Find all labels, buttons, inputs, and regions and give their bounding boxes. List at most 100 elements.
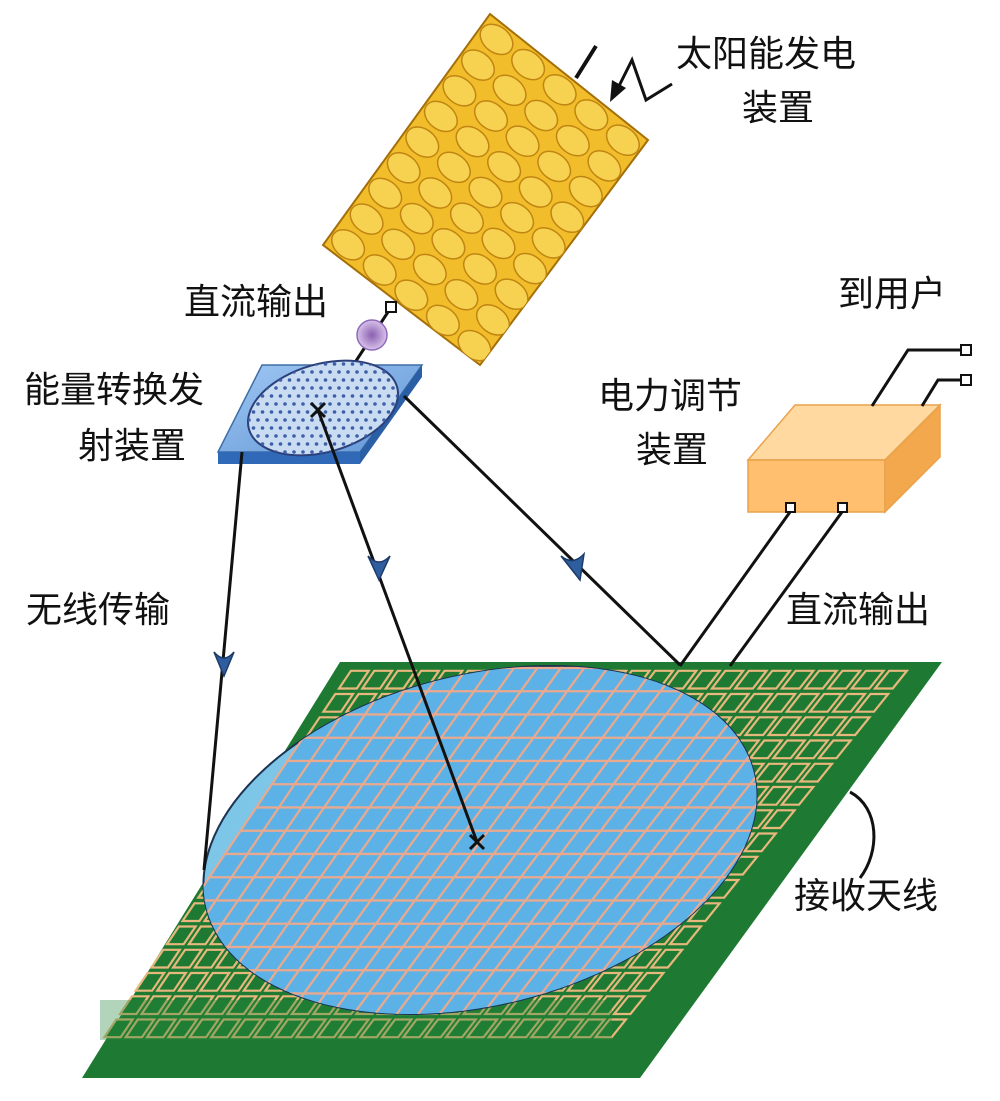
emitter-dot xyxy=(359,410,364,414)
solar-panel-mast xyxy=(574,44,598,80)
emitter-dot xyxy=(350,426,355,430)
solar-cell xyxy=(518,176,553,208)
emitter-dot xyxy=(274,418,278,422)
solar-cell xyxy=(349,203,384,235)
antenna-cell xyxy=(525,995,561,1016)
antenna-cell xyxy=(752,762,789,783)
emitter-dot xyxy=(292,418,296,422)
antenna-cell xyxy=(443,1018,479,1039)
emitter-dot xyxy=(359,394,364,398)
antenna-cell xyxy=(849,669,886,690)
antenna-cell xyxy=(830,692,868,713)
emitter-dot xyxy=(319,370,323,374)
emitter-dot xyxy=(355,418,359,422)
emitter-dot xyxy=(278,426,283,430)
antenna-front-face xyxy=(100,1000,612,1040)
emitter-dot xyxy=(346,386,350,390)
antenna-cell xyxy=(198,971,232,992)
solar-panel xyxy=(321,12,673,367)
emitter-dot xyxy=(328,370,332,374)
power-regulator xyxy=(678,344,972,667)
emitter-dot xyxy=(355,402,359,406)
emitter-dot xyxy=(247,370,251,374)
emitter-dot xyxy=(301,354,305,358)
emitter-dot xyxy=(377,394,382,398)
solar-cell xyxy=(431,227,466,260)
emitter-dot xyxy=(310,354,314,358)
solar-cell xyxy=(399,202,434,235)
antenna-cell xyxy=(872,669,910,690)
solar-cell xyxy=(605,124,640,157)
emitter-dot xyxy=(346,418,350,422)
emitter-dot xyxy=(368,426,373,430)
antenna-cell xyxy=(854,692,891,713)
antenna-cell xyxy=(246,995,280,1016)
solar-leader-arrowhead xyxy=(610,80,626,102)
emitter-dot xyxy=(292,434,296,438)
antenna-cell xyxy=(192,948,226,969)
antenna-cell xyxy=(779,669,816,690)
emitter-dot xyxy=(310,370,314,374)
emitter-dot xyxy=(256,418,260,422)
emitter-dot xyxy=(391,402,395,406)
emitter-dot xyxy=(319,450,323,454)
antenna-cell xyxy=(748,739,784,760)
solar-cell xyxy=(460,49,496,81)
emitter-dot xyxy=(386,458,391,462)
emitter-dot xyxy=(332,410,337,414)
emitter-dot xyxy=(292,450,296,454)
antenna-cell xyxy=(203,995,237,1016)
emitter-dot xyxy=(319,354,323,358)
solar-output-connector xyxy=(385,301,397,313)
antenna-cell xyxy=(663,669,699,690)
antenna-cell xyxy=(547,995,583,1016)
emitter-dot xyxy=(238,354,242,358)
to-user-label: 到用户 xyxy=(838,274,947,315)
dc-output-label-top: 直流输出 xyxy=(184,282,329,323)
solar-cell xyxy=(479,23,514,56)
emitter-dot xyxy=(373,418,377,422)
antenna-cell xyxy=(627,948,663,969)
emitter-dot xyxy=(391,434,395,438)
emitter-focus-mark xyxy=(309,401,327,419)
emitter-dot xyxy=(256,434,260,438)
antenna-cell xyxy=(102,1018,135,1039)
emitter-dot xyxy=(350,378,355,382)
antenna-cell xyxy=(171,948,204,969)
emitter-dot xyxy=(346,370,350,374)
emitter-dot xyxy=(377,378,382,382)
emitter-dot xyxy=(368,394,373,398)
emitter-dot xyxy=(323,442,328,446)
emitter-dot xyxy=(301,402,305,406)
emitter-dot xyxy=(310,418,314,422)
solar-cell-grid xyxy=(331,23,640,362)
emitter-dot xyxy=(364,418,368,422)
antenna-cell xyxy=(139,995,172,1016)
emitter-dot xyxy=(328,418,332,422)
solar-cell xyxy=(537,150,572,183)
emitter-dot xyxy=(382,370,386,374)
emitter-dot xyxy=(310,434,314,438)
antenna-cell xyxy=(593,1018,629,1039)
user-wire-2 xyxy=(920,378,962,407)
emitter-dot xyxy=(305,426,310,430)
emitter-dot xyxy=(319,386,323,390)
emitter-dot xyxy=(283,386,287,390)
emitter-dot xyxy=(328,386,332,390)
emitter-dot xyxy=(400,354,404,358)
emitter-dot xyxy=(292,402,296,406)
emitter-dot xyxy=(283,434,287,438)
antenna-cell xyxy=(686,669,722,690)
regulator-front xyxy=(747,459,886,513)
emitter-dot xyxy=(283,418,287,422)
antenna-cell xyxy=(145,1018,178,1039)
antenna-cell xyxy=(209,1018,243,1039)
emitter-dot xyxy=(386,410,391,414)
emitter-dot xyxy=(368,378,373,382)
emitter-dot xyxy=(386,378,391,382)
emitter-dot xyxy=(314,394,319,398)
emitter-dot xyxy=(269,410,274,414)
regulator-label-line1: 电力调节 xyxy=(598,376,743,417)
emitter-dot xyxy=(287,394,292,398)
